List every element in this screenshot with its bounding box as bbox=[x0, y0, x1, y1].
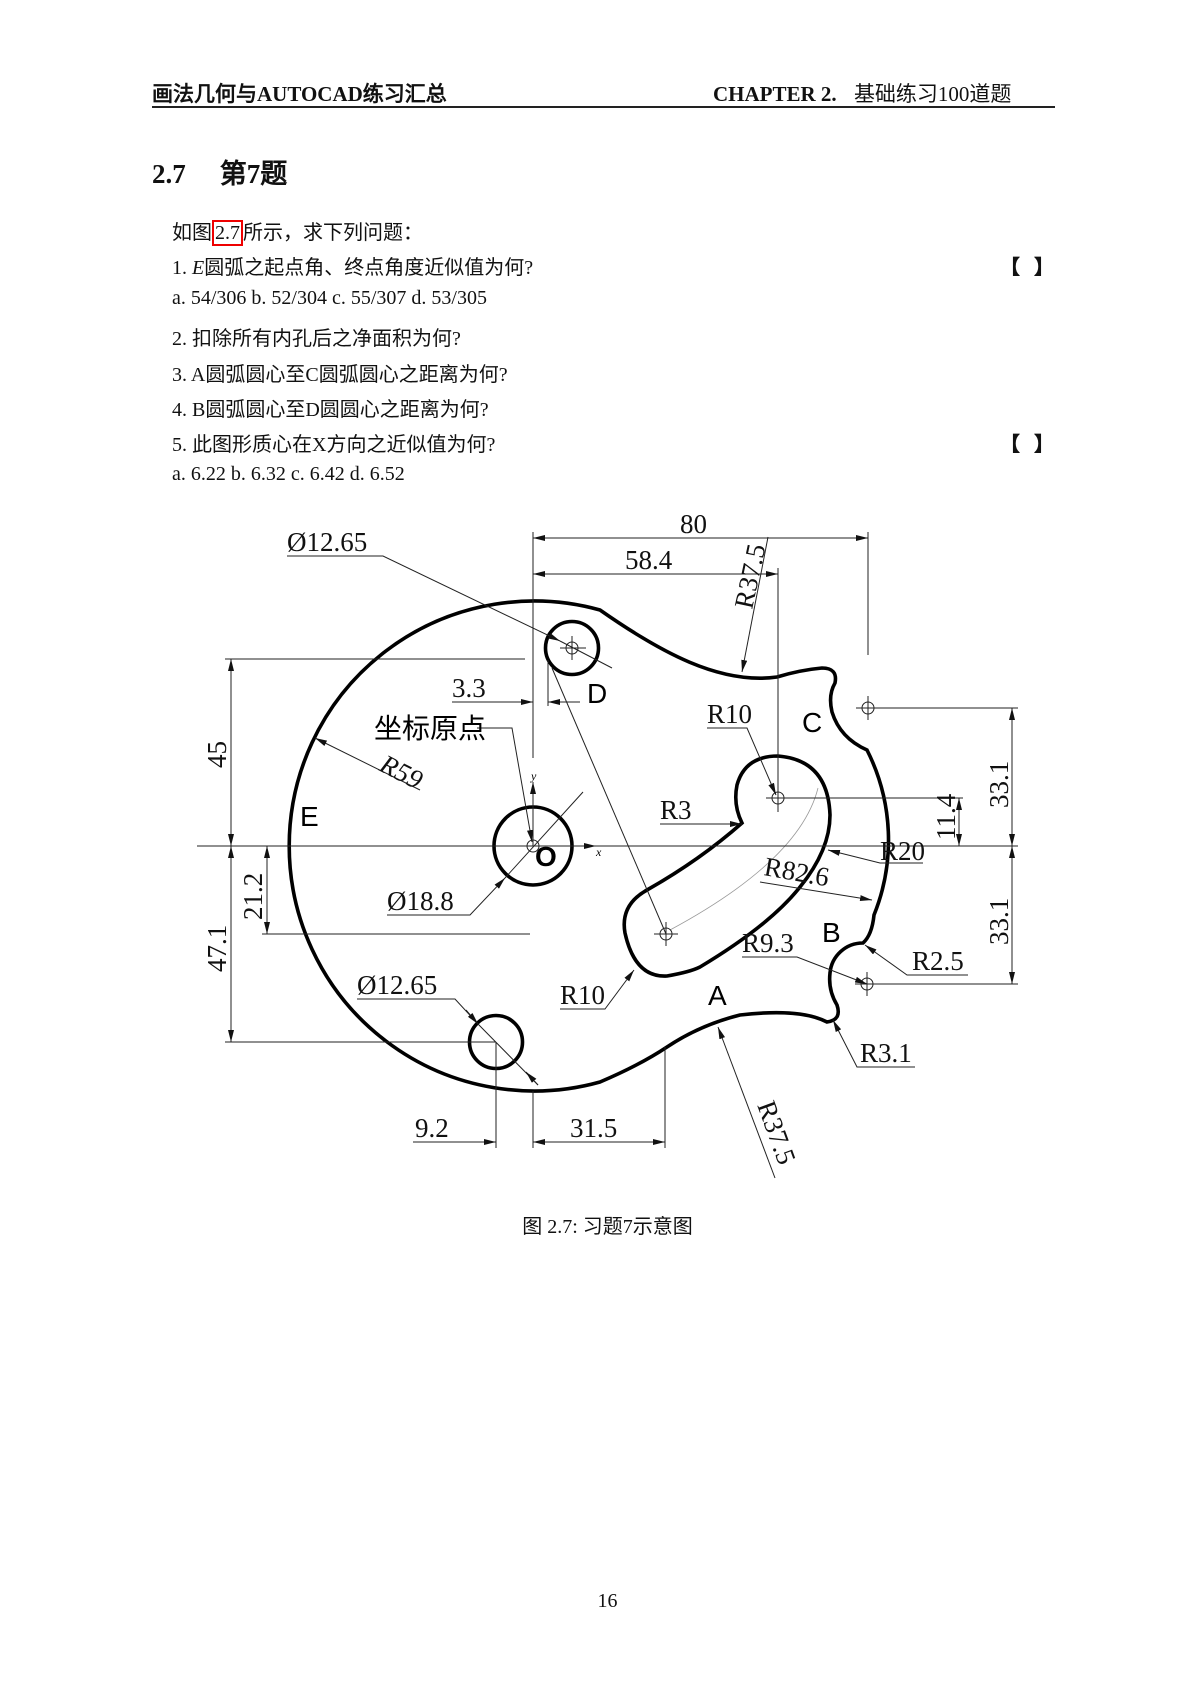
section-title: 第7题 bbox=[219, 159, 288, 189]
dim-r37-5-top: R37.5 bbox=[729, 541, 772, 611]
figure-ref-link[interactable]: 2.7 bbox=[212, 220, 243, 246]
dim-dia-bottom-hole: Ø12.65 bbox=[357, 970, 437, 1000]
arc-label-a: A bbox=[708, 980, 727, 1011]
arc-label-c: C bbox=[802, 707, 822, 738]
hole-d bbox=[543, 619, 601, 677]
question-number: 2. bbox=[172, 328, 187, 350]
question-label: E bbox=[192, 257, 205, 279]
dim-r3-1: R3.1 bbox=[860, 1038, 912, 1068]
question-3: 3. A圆弧圆心至C圆弧圆心之距离为何? bbox=[172, 358, 508, 387]
dim-31-5: 31.5 bbox=[570, 1113, 617, 1143]
dim-r10-bottom: R10 bbox=[560, 980, 605, 1010]
question-number: 5. bbox=[172, 434, 187, 456]
x-axis-label: x bbox=[595, 845, 602, 859]
dim-21-2: 21.2 bbox=[238, 873, 268, 920]
arc-label-b: B bbox=[822, 917, 841, 948]
question-number: 3. bbox=[172, 364, 187, 386]
dim-58-4: 58.4 bbox=[625, 545, 673, 575]
dimension-lines bbox=[228, 535, 1015, 1179]
dim-9-2: 9.2 bbox=[415, 1113, 449, 1143]
question-text: 扣除所有内孔后之净面积为何? bbox=[192, 328, 461, 350]
origin-label-o: O bbox=[535, 841, 557, 872]
question-text: 此图形质心在X方向之近似值为何? bbox=[192, 434, 496, 456]
question-5-options: a. 6.22 b. 6.32 c. 6.42 d. 6.52 bbox=[172, 463, 405, 485]
dim-dia-top-hole: Ø12.65 bbox=[287, 527, 367, 557]
y-axis-label: y bbox=[530, 769, 537, 783]
page-number: 16 bbox=[597, 1590, 618, 1612]
answer-bracket-1[interactable]: 【】 bbox=[1000, 257, 1068, 279]
section-number: 2.7 bbox=[152, 159, 186, 189]
header-chapter: CHAPTER 2. 基础练习100道题 bbox=[713, 78, 1011, 108]
question-5: 5. 此图形质心在X方向之近似值为何? bbox=[172, 428, 495, 457]
slot-centerline-arc bbox=[669, 787, 819, 931]
question-text: B圆弧圆心至D圆圆心之距离为何? bbox=[192, 399, 489, 421]
dim-33-1-top: 33.1 bbox=[984, 761, 1014, 808]
dim-r9-3: R9.3 bbox=[742, 928, 794, 958]
dim-3-3: 3.3 bbox=[452, 673, 486, 703]
intro-suffix: 所示，求下列问题： bbox=[243, 222, 423, 244]
dim-dia-center-hole: Ø18.8 bbox=[387, 886, 454, 916]
question-4: 4. B圆弧圆心至D圆圆心之距离为何? bbox=[172, 393, 489, 422]
dim-47-1: 47.1 bbox=[202, 925, 232, 972]
header-book-title: 画法几何与AUTOCAD练习汇总 bbox=[152, 82, 447, 106]
dim-r3: R3 bbox=[660, 795, 692, 825]
question-number: 4. bbox=[172, 399, 187, 421]
origin-label: 坐标原点 bbox=[374, 713, 486, 744]
slot bbox=[622, 754, 832, 978]
dim-r20: R20 bbox=[880, 836, 925, 866]
hole-label-d: D bbox=[587, 678, 607, 709]
question-1: 1. E圆弧之起点角、终点角度近似值为何? bbox=[172, 251, 533, 280]
question-1-options: a. 54/306 b. 52/304 c. 55/307 d. 53/305 bbox=[172, 287, 487, 309]
question-text: 圆弧之起点角、终点角度近似值为何? bbox=[204, 257, 534, 279]
figure-caption: 图 2.7: 习题7示意图 bbox=[522, 1216, 693, 1238]
section-heading: 2.7 第7题 bbox=[152, 152, 321, 191]
dim-r10-top: R10 bbox=[707, 699, 752, 729]
header-chapter-number: CHAPTER 2. bbox=[713, 82, 837, 106]
dim-r37-5-bottom: R37.5 bbox=[751, 1097, 802, 1169]
question-2: 2. 扣除所有内孔后之净面积为何? bbox=[172, 322, 461, 351]
answer-bracket-5[interactable]: 【】 bbox=[1000, 434, 1068, 456]
dim-45: 45 bbox=[202, 741, 232, 768]
part-outline bbox=[287, 599, 891, 1093]
extension-lines bbox=[225, 532, 1018, 1148]
arc-label-e: E bbox=[300, 801, 319, 832]
dim-r2-5: R2.5 bbox=[912, 946, 964, 976]
dim-r59: R59 bbox=[374, 748, 428, 795]
dim-33-1-bottom: 33.1 bbox=[984, 898, 1014, 945]
header-chapter-title: 基础练习100道题 bbox=[853, 82, 1012, 106]
question-text: A圆弧圆心至C圆弧圆心之距离为何? bbox=[190, 364, 508, 386]
dim-80: 80 bbox=[680, 509, 707, 539]
header-rule bbox=[152, 106, 1055, 108]
dim-11-4: 11.4 bbox=[931, 793, 961, 840]
intro-prefix: 如图 bbox=[172, 222, 212, 244]
question-number: 1. bbox=[172, 257, 187, 279]
